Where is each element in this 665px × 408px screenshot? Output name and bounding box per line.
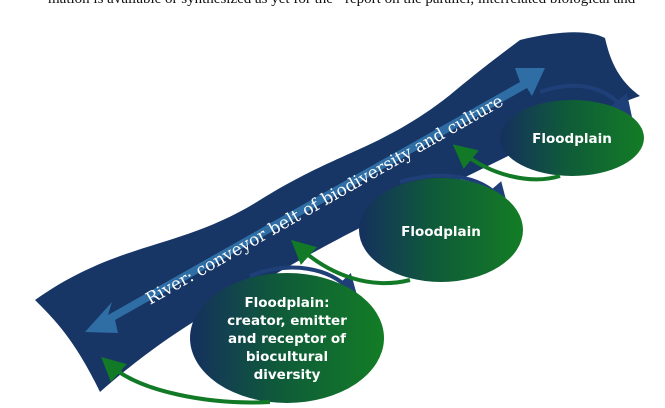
floodplain-top-label: Floodplain (532, 131, 612, 147)
body-text-right: report on the parallel, interrelated bio… (345, 0, 635, 8)
arc-arrow-bottom (249, 265, 359, 299)
floodplain-top (500, 100, 644, 176)
floodplain-bottom (190, 273, 384, 403)
body-text-left: mation is available or synthesized as ye… (48, 0, 333, 8)
river-double-arrow (85, 68, 545, 333)
floodplain-bottom-label: Floodplain: creator, emitter and recepto… (227, 295, 347, 383)
floodplain-middle-label: Floodplain (401, 224, 481, 240)
green-arrow-bottom (101, 356, 271, 405)
green-arrow-middle (291, 239, 411, 286)
label-line: Floodplain: (244, 295, 329, 311)
arc-arrow-top (539, 83, 633, 120)
label-line: creator, emitter (227, 313, 347, 329)
floodplain-middle (359, 178, 523, 282)
label-line: biocultural (246, 349, 328, 365)
label-line: and receptor of (228, 331, 346, 347)
green-arrow-top (452, 144, 561, 182)
label-line: diversity (254, 367, 321, 383)
river-band (35, 32, 640, 392)
